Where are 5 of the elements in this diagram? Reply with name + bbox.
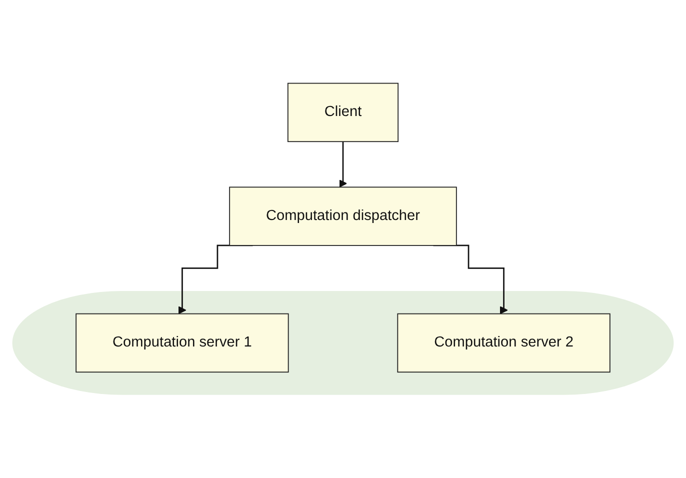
node-box: Computation server 2: [397, 313, 610, 372]
node-box: Client: [287, 82, 399, 142]
node-box: Computation dispatcher: [229, 186, 457, 246]
arrow: [339, 140, 347, 188]
node-box: Computation server 1: [76, 313, 289, 372]
